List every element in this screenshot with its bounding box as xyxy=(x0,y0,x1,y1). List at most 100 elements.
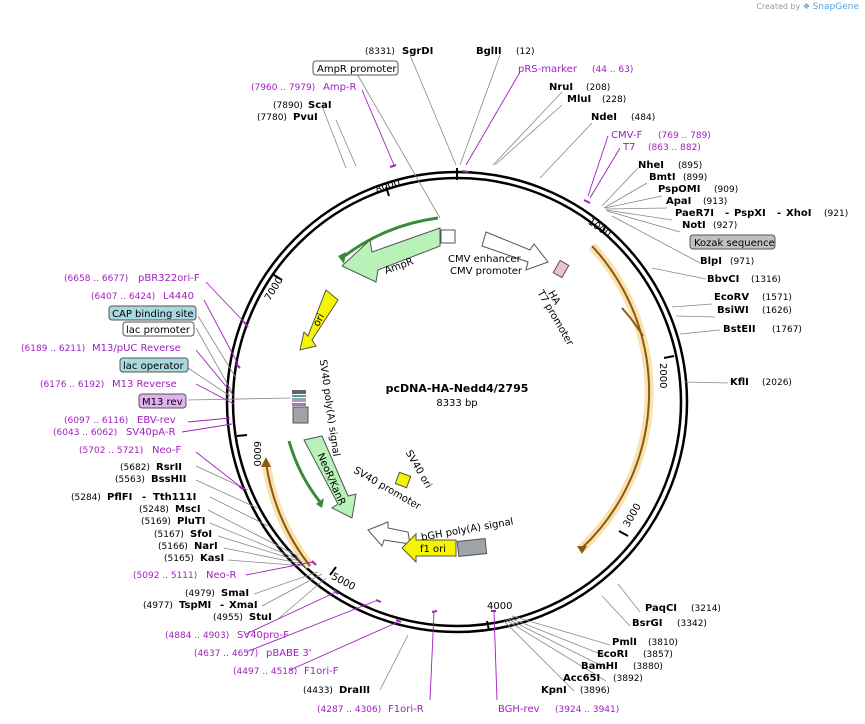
primer-l4440[interactable]: L4440 xyxy=(163,291,194,302)
primer-ebvrev[interactable]: EBV-rev xyxy=(137,415,176,426)
box-cap-label: CAP binding site xyxy=(112,309,194,320)
enzyme-draiii[interactable]: DraIII xyxy=(339,685,370,696)
enzyme-nari-pos: (5166) xyxy=(158,542,188,552)
feature-lac-bar-3 xyxy=(292,398,306,402)
enzyme-apai[interactable]: ApaI xyxy=(666,196,691,207)
primer-neof[interactable]: Neo-F xyxy=(152,445,182,456)
feature-bgh-polya[interactable] xyxy=(456,538,488,557)
enzyme-bmti[interactable]: BmtI xyxy=(649,172,676,183)
box-lac-promoter[interactable]: lac promoter xyxy=(122,321,195,337)
enzyme-ecori[interactable]: EcoRI xyxy=(597,649,628,660)
enzyme-tspmi-pos: (4977) xyxy=(143,601,173,611)
enzyme-msci[interactable]: MscI xyxy=(175,504,201,515)
enzyme-pvui-pos: (7780) xyxy=(257,113,287,123)
box-cap-binding-site[interactable]: CAP binding site xyxy=(108,305,197,321)
enzyme-pspomi[interactable]: PspOMI xyxy=(658,184,700,195)
box-lac-operator[interactable]: lac operator xyxy=(119,357,189,373)
enzyme-bsshii[interactable]: BssHII xyxy=(151,474,186,485)
enzyme-mlui[interactable]: MluI xyxy=(567,94,591,105)
enzyme-ecorv[interactable]: EcoRV xyxy=(714,292,749,303)
feature-bgh-polya-label: bGH poly(A) signal xyxy=(420,517,514,544)
enzyme-smai[interactable]: SmaI xyxy=(221,588,249,599)
enzyme-scai[interactable]: ScaI xyxy=(308,100,332,111)
enzyme-kfli[interactable]: KflI xyxy=(730,377,749,388)
feature-ori[interactable] xyxy=(299,289,339,351)
primer-pbabe[interactable]: pBABE 3' xyxy=(266,648,312,659)
enzyme-kpni[interactable]: KpnI xyxy=(541,685,567,696)
enzyme-paqci[interactable]: PaqCI xyxy=(645,603,677,614)
feature-ha[interactable] xyxy=(552,259,570,279)
enzyme-bsrgi[interactable]: BsrGI xyxy=(632,618,662,629)
feature-ampr[interactable] xyxy=(341,227,441,283)
enzyme-bsiwi-pos: (1626) xyxy=(762,306,792,316)
enzyme-acc65i[interactable]: Acc65I xyxy=(563,673,600,684)
enzyme-paer7i[interactable]: PaeR7I xyxy=(675,208,714,219)
primer-cmvf[interactable]: CMV-F xyxy=(611,130,642,141)
orange-arrowhead-right xyxy=(577,546,587,554)
primer-f1orir[interactable]: F1ori-R xyxy=(388,704,424,715)
box-lac-operator-label: lac operator xyxy=(123,361,184,372)
feature-sv40-promoter[interactable] xyxy=(367,521,411,547)
enzyme-kfli-pos: (2026) xyxy=(762,378,792,388)
enzyme-kasi[interactable]: KasI xyxy=(200,553,224,564)
primer-sv40par[interactable]: SV40pA-R xyxy=(126,427,175,438)
primer-m13rev[interactable]: M13 Reverse xyxy=(112,379,177,390)
primer-bghrev[interactable]: BGH-rev xyxy=(498,704,540,715)
primer-m13puc[interactable]: M13/pUC Reverse xyxy=(92,343,181,354)
primer-prs[interactable]: pRS-marker xyxy=(518,64,578,75)
enzyme-nrui[interactable]: NruI xyxy=(549,82,573,93)
enzyme-bsiwi[interactable]: BsiWI xyxy=(717,305,749,316)
enzyme-bsteii[interactable]: BstEII xyxy=(723,324,756,335)
box-kozak-label: Kozak sequence xyxy=(694,238,775,249)
primer-pbr[interactable]: pBR322ori-F xyxy=(138,273,200,284)
feature-sv40-ori[interactable] xyxy=(394,471,412,489)
primer-sv40par-range: (6043 .. 6062) xyxy=(53,428,117,438)
box-ampr-promoter[interactable]: AmpR promoter xyxy=(312,60,399,76)
enzyme-blpi[interactable]: BlpI xyxy=(700,256,722,267)
enzyme-nrui-pos: (208) xyxy=(586,83,610,93)
enzyme-sgrdi[interactable]: SgrDI xyxy=(402,46,433,57)
enzyme-rsrii[interactable]: RsrII xyxy=(156,462,182,473)
primer-neor[interactable]: Neo-R xyxy=(206,570,237,581)
enzyme-pluti[interactable]: PluTI xyxy=(177,516,205,527)
enzyme-pspomi-pos: (909) xyxy=(714,185,738,195)
enzyme-acc65i-pos: (3892) xyxy=(613,674,643,684)
tick-label-4000: 4000 xyxy=(487,601,512,612)
enzyme-nari[interactable]: NarI xyxy=(194,541,218,552)
enzyme-stui[interactable]: StuI xyxy=(249,612,272,623)
primer-ampr[interactable]: Amp-R xyxy=(323,82,357,93)
enzyme-xmai[interactable]: XmaI xyxy=(229,600,258,611)
enzyme-bmti-pos: (899) xyxy=(683,173,707,183)
feature-f1-ori[interactable] xyxy=(401,532,457,564)
enzyme-pspxi[interactable]: PspXI xyxy=(734,208,766,219)
enzyme-tth111i[interactable]: Tth111I xyxy=(153,492,196,503)
enzyme-ndei[interactable]: NdeI xyxy=(591,112,617,123)
enzyme-pmli[interactable]: PmlI xyxy=(612,637,637,648)
enzyme-xhoi[interactable]: XhoI xyxy=(786,208,811,219)
enzyme-tspmi[interactable]: TspMI xyxy=(179,600,211,611)
enzyme-pflfi[interactable]: PflFI xyxy=(107,492,132,503)
primer-l4440-range: (6407 .. 6424) xyxy=(91,292,155,302)
enzyme-scai-pos: (7890) xyxy=(273,101,303,111)
enzyme-pvui[interactable]: PvuI xyxy=(293,112,318,123)
enzyme-bbvci[interactable]: BbvCI xyxy=(707,274,739,285)
enzyme-bamhi[interactable]: BamHI xyxy=(581,661,618,672)
feature-sv40-polya-box[interactable] xyxy=(292,406,309,424)
primer-f1orif[interactable]: F1ori-F xyxy=(304,666,339,677)
enzyme-pflfi-pos: (5284) xyxy=(71,493,101,503)
enzyme-nhei[interactable]: NheI xyxy=(638,160,664,171)
primer-sv40prof[interactable]: SV40pro-F xyxy=(237,630,289,641)
box-m13-rev[interactable]: M13 rev xyxy=(138,393,187,409)
enzyme-bsrgi-pos: (3342) xyxy=(677,619,707,629)
enzyme-noti[interactable]: NotI xyxy=(682,220,706,231)
feature-lac-bar-1 xyxy=(292,390,306,394)
primer-t7[interactable]: T7 xyxy=(622,142,635,153)
enzyme-sgrdi-pos: (8331) xyxy=(365,47,395,57)
box-kozak[interactable]: Kozak sequence xyxy=(689,234,776,250)
feature-neor[interactable] xyxy=(303,435,357,519)
enzyme-bglii[interactable]: BglII xyxy=(476,46,502,57)
enzyme-pflfi-sep: - xyxy=(142,492,146,503)
enzyme-sfoi[interactable]: SfoI xyxy=(190,529,212,540)
feature-cmv[interactable] xyxy=(481,231,549,271)
